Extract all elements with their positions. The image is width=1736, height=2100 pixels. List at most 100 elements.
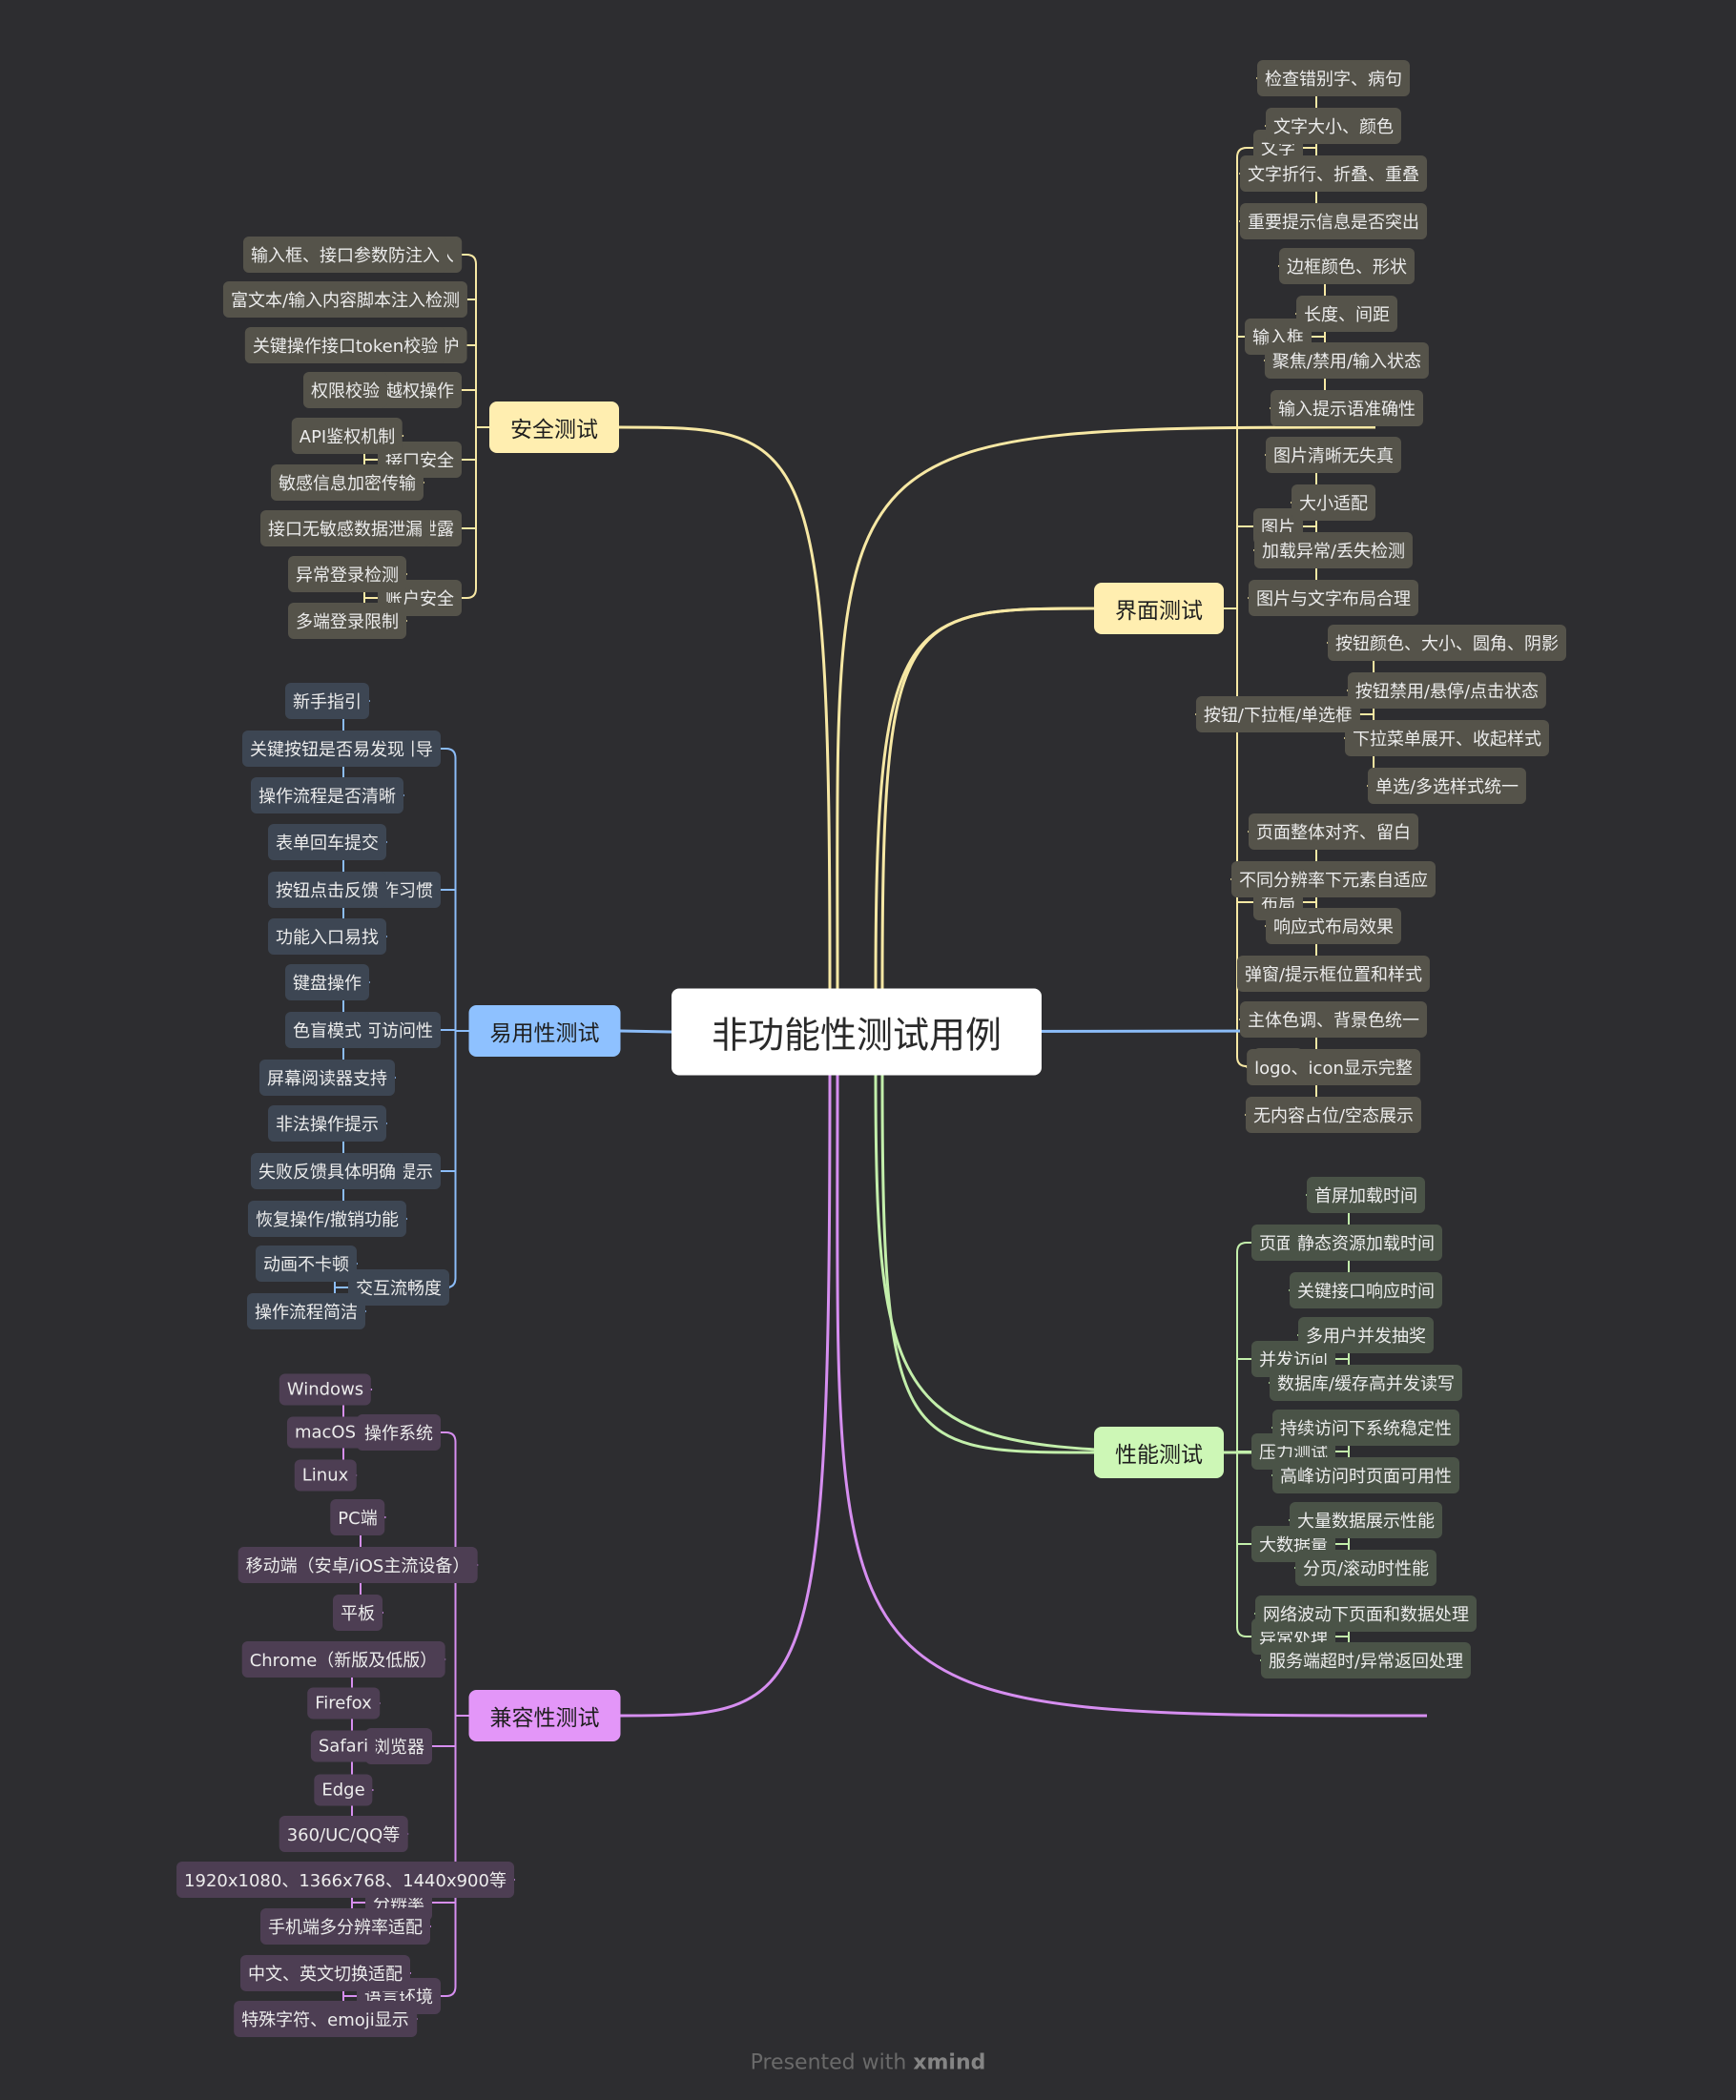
main-connector [874, 1075, 1280, 1454]
footer-brand: xmind [913, 2050, 986, 2075]
leaf-topic[interactable]: 按钮点击反馈 [268, 872, 386, 908]
sub-connector [1236, 1626, 1252, 1637]
leaf-topic[interactable]: 关键按钮是否易发现 [242, 731, 412, 767]
main-connector [619, 1074, 832, 1718]
sub-connector [460, 254, 477, 265]
main-connector [880, 607, 1096, 990]
leaf-topic[interactable]: 高峰访问时页面可用性 [1272, 1457, 1459, 1493]
leaf-topic[interactable]: 360/UC/QQ等 [279, 1816, 408, 1852]
leaf-topic[interactable]: 键盘操作 [285, 964, 369, 1000]
leaf-topic[interactable]: 单选/多选样式统一 [1367, 768, 1527, 804]
leaf-topic[interactable]: 网络波动下页面和数据处理 [1255, 1596, 1477, 1632]
leaf-topic[interactable]: 手机端多分辨率适配 [260, 1908, 430, 1945]
leaf-topic[interactable]: 非法操作提示 [268, 1105, 386, 1142]
leaf-topic[interactable]: 操作流程简洁 [247, 1293, 365, 1329]
leaf-topic[interactable]: API鉴权机制 [291, 418, 403, 454]
leaf-topic[interactable]: 输入提示语准确性 [1271, 390, 1423, 426]
root-topic[interactable]: 非功能性测试用例 [671, 988, 1043, 1076]
leaf-topic[interactable]: 敏感信息加密传输 [271, 464, 424, 501]
sub-connector [1236, 147, 1254, 158]
leaf-topic[interactable]: 图片清晰无失真 [1266, 437, 1401, 473]
leaf-topic[interactable]: 重要提示信息是否突出 [1240, 203, 1427, 239]
leaf-topic[interactable]: 长度、间距 [1296, 296, 1397, 332]
main-connector [836, 425, 1376, 989]
leaf-topic[interactable]: 服务端超时/异常返回处理 [1260, 1642, 1472, 1678]
leaf-topic[interactable]: 移动端（安卓/iOS主流设备） [238, 1547, 478, 1583]
sub-connector [440, 1431, 457, 1443]
subtopic[interactable]: 按钮/下拉框/单选框 [1195, 696, 1361, 732]
sub-connector [440, 1986, 457, 1997]
leaf-topic[interactable]: 文字大小、颜色 [1266, 108, 1401, 144]
leaf-topic[interactable]: 功能入口易找 [268, 918, 386, 955]
leaf-topic[interactable]: 权限校验 [303, 372, 387, 408]
main-topic-3[interactable]: 安全测试 [489, 401, 619, 453]
main-topic-1[interactable]: 界面测试 [1094, 583, 1224, 634]
leaf-topic[interactable]: 失败反馈具体明确 [251, 1153, 403, 1189]
main-connector [619, 1029, 673, 1034]
leaf-topic[interactable]: 聚焦/禁用/输入状态 [1264, 342, 1430, 379]
leaf-topic[interactable]: 中文、英文切换适配 [240, 1955, 410, 1991]
main-topic-4[interactable]: 易用性测试 [468, 1005, 621, 1057]
leaf-topic[interactable]: 富文本/输入内容脚本注入检测 [222, 281, 468, 318]
leaf-topic[interactable]: 1920x1080、1366x768、1440x900等 [176, 1862, 514, 1898]
subtopic[interactable]: 操作系统 [357, 1414, 441, 1451]
leaf-topic[interactable]: 分页/滚动时性能 [1294, 1550, 1437, 1586]
leaf-topic[interactable]: 关键操作接口token校验 [244, 327, 446, 363]
leaf-topic[interactable]: 新手指引 [285, 683, 369, 719]
leaf-topic[interactable]: 多端登录限制 [288, 603, 406, 639]
leaf-topic[interactable]: 按钮禁用/悬停/点击状态 [1347, 672, 1547, 709]
leaf-topic[interactable]: macOS [286, 1416, 364, 1449]
main-connector [874, 607, 1095, 989]
main-topic-5[interactable]: 兼容性测试 [468, 1690, 621, 1741]
leaf-topic[interactable]: Chrome（新版及低版） [241, 1641, 445, 1678]
leaf-topic[interactable]: Firefox [307, 1687, 380, 1719]
sub-connector [1236, 1242, 1252, 1253]
leaf-topic[interactable]: 检查错别字、病句 [1257, 60, 1410, 96]
leaf-topic[interactable]: 特殊字符、emoji显示 [234, 2001, 417, 2037]
leaf-topic[interactable]: 输入框、接口参数防注入 [243, 237, 447, 273]
leaf-topic[interactable]: 不同分辨率下元素自适应 [1231, 861, 1436, 897]
leaf-topic[interactable]: 图片与文字布局合理 [1249, 580, 1418, 616]
leaf-topic[interactable]: 静态资源加载时间 [1290, 1225, 1442, 1261]
main-topic-2[interactable]: 性能测试 [1094, 1427, 1224, 1478]
leaf-topic[interactable]: 弹窗/提示框位置和样式 [1236, 956, 1431, 992]
leaf-topic[interactable]: 按钮颜色、大小、圆角、阴影 [1328, 625, 1566, 661]
leaf-topic[interactable]: Edge [314, 1774, 373, 1806]
leaf-topic[interactable]: 屏幕阅读器支持 [259, 1060, 395, 1096]
subtopic[interactable]: 越权操作 [378, 372, 462, 408]
leaf-topic[interactable]: 下拉菜单展开、收起样式 [1345, 720, 1549, 756]
leaf-topic[interactable]: 响应式布局效果 [1266, 908, 1401, 944]
leaf-topic[interactable]: 色盲模式 [285, 1012, 369, 1048]
leaf-topic[interactable]: 接口无敏感数据泄漏 [260, 510, 430, 546]
leaf-topic[interactable]: 无内容占位/空态展示 [1245, 1097, 1422, 1133]
leaf-topic[interactable]: 平板 [333, 1595, 382, 1631]
leaf-topic[interactable]: 数据库/缓存高并发读写 [1269, 1365, 1463, 1401]
leaf-topic[interactable]: 关键接口响应时间 [1290, 1272, 1442, 1308]
leaf-topic[interactable]: 边框颜色、形状 [1279, 248, 1415, 284]
leaf-topic[interactable]: Safari [310, 1730, 377, 1762]
leaf-topic[interactable]: 异常登录检测 [288, 556, 406, 592]
leaf-topic[interactable]: 操作流程是否清晰 [251, 777, 403, 813]
leaf-topic[interactable]: 文字折行、折叠、重叠 [1240, 155, 1427, 192]
leaf-topic[interactable]: 持续访问下系统稳定性 [1272, 1410, 1459, 1446]
footer: Presented with xmind [751, 2051, 986, 2075]
leaf-topic[interactable]: 大小适配 [1292, 484, 1375, 521]
subtopic[interactable]: 浏览器 [365, 1728, 432, 1764]
leaf-topic[interactable]: 主体色调、背景色统一 [1240, 1001, 1427, 1038]
main-connector [617, 425, 832, 990]
leaf-topic[interactable]: 多用户并发抽奖 [1298, 1317, 1434, 1353]
leaf-topic[interactable]: Linux [294, 1459, 357, 1492]
leaf-topic[interactable]: 动画不卡顿 [256, 1246, 357, 1282]
subtopic[interactable]: 可访问性 [357, 1012, 441, 1048]
leaf-topic[interactable]: 页面整体对齐、留白 [1249, 813, 1418, 850]
leaf-topic[interactable]: 恢复操作/撤销功能 [247, 1201, 407, 1237]
main-connector [836, 1075, 1428, 1718]
leaf-topic[interactable]: 表单回车提交 [268, 824, 386, 860]
leaf-topic[interactable]: logo、icon显示完整 [1247, 1049, 1420, 1085]
leaf-topic[interactable]: PC端 [330, 1499, 385, 1535]
leaf-topic[interactable]: 大量数据展示性能 [1290, 1502, 1442, 1538]
leaf-topic[interactable]: Windows [279, 1373, 372, 1406]
leaf-topic[interactable]: 加载异常/丢失检测 [1253, 532, 1414, 568]
leaf-topic[interactable]: 首屏加载时间 [1307, 1177, 1425, 1213]
